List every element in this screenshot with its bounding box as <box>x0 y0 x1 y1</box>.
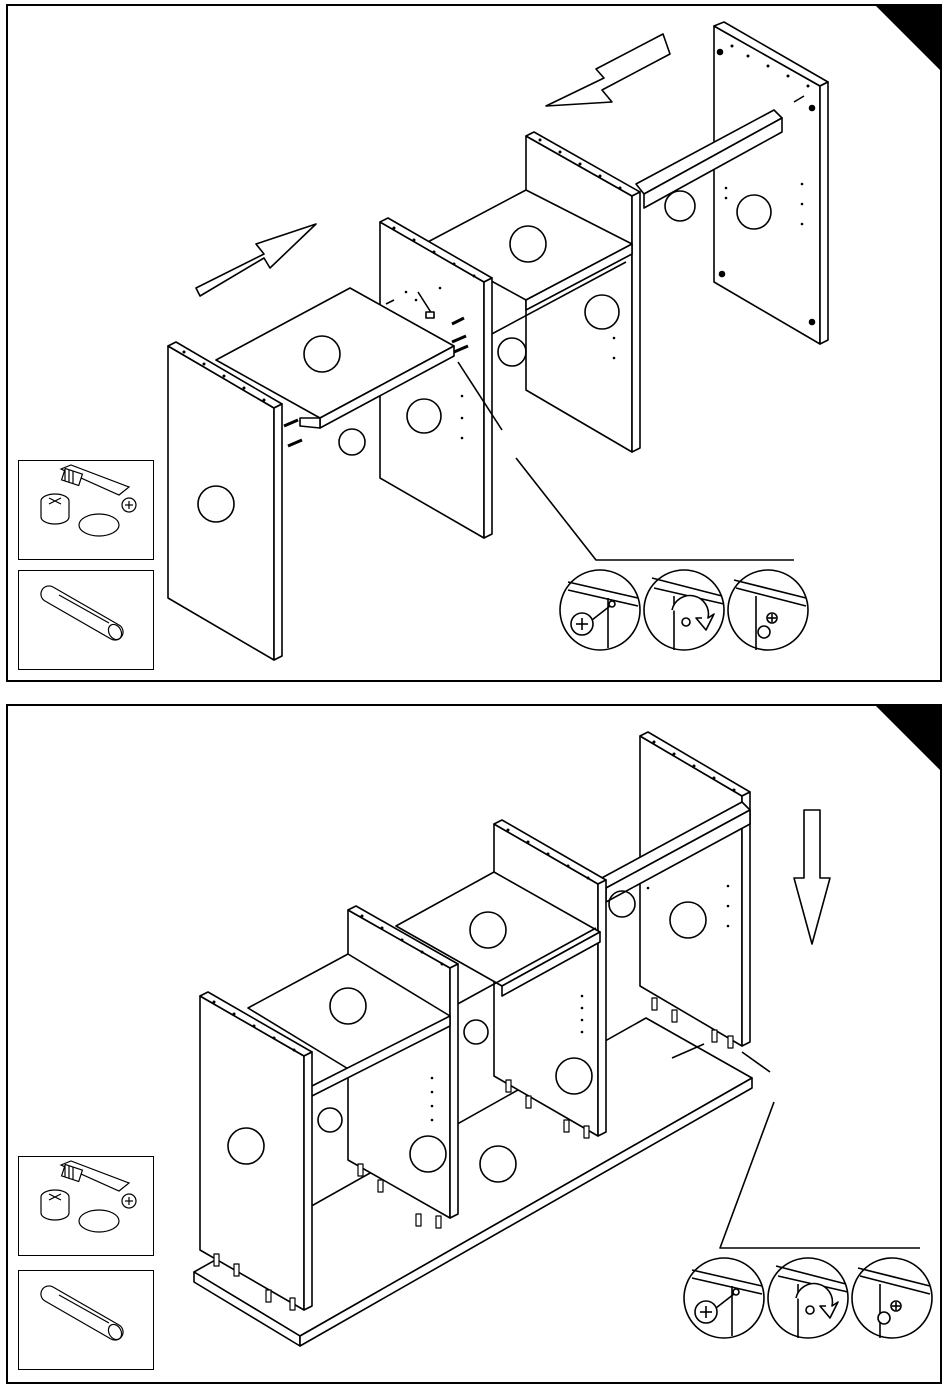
cam-lock-fitting-icon <box>19 1157 155 1257</box>
detail-insert-cam <box>560 570 640 650</box>
detail-cover-cap <box>852 1258 932 1338</box>
detail-leader-line-2 <box>720 1102 920 1248</box>
cam-lock-detail-sequence <box>560 570 808 650</box>
arrow-right-icon <box>196 224 316 296</box>
right-side-panel <box>714 22 828 344</box>
arrow-left-icon <box>546 34 670 106</box>
cam-lock-detail-sequence <box>684 1258 932 1338</box>
detail-insert-cam <box>684 1258 764 1338</box>
detail-cover-cap <box>728 570 808 650</box>
dowel-part-box <box>18 570 154 670</box>
detail-leader-line-2 <box>516 458 794 560</box>
wooden-dowel-icon <box>19 1271 155 1371</box>
cam-lock-part-box <box>18 460 154 560</box>
detail-leader-line <box>742 1052 770 1072</box>
dowel-part-box <box>18 1270 154 1370</box>
left-side-panel <box>168 342 282 660</box>
cam-lock-fitting-icon <box>19 461 155 561</box>
detail-turn-clockwise <box>644 570 724 650</box>
assembly-step-1-panel <box>6 4 942 682</box>
cam-lock-part-box <box>18 1156 154 1256</box>
arrow-down-icon <box>794 810 830 944</box>
detail-turn-clockwise <box>768 1258 848 1338</box>
wooden-dowel-icon <box>19 571 155 671</box>
assembly-step-2-panel <box>6 704 942 1384</box>
